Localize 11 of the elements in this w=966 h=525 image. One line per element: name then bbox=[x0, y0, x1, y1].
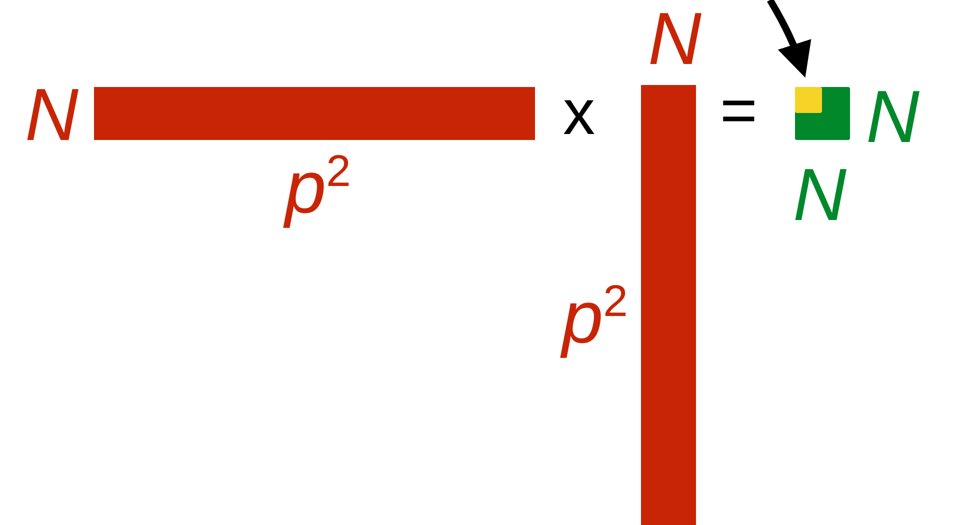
arrow bbox=[766, 0, 811, 78]
dimension-label: N bbox=[866, 80, 920, 154]
operator-sign: = bbox=[720, 78, 758, 142]
dimension-label: N bbox=[25, 78, 78, 152]
matrix-square bbox=[795, 87, 822, 113]
matrix-bar bbox=[94, 87, 535, 140]
matrix-square bbox=[795, 87, 850, 140]
operator-sign: x bbox=[563, 80, 595, 144]
dimension-label: N bbox=[793, 158, 846, 232]
matrix-bar bbox=[641, 85, 696, 525]
dimension-label: N bbox=[648, 2, 702, 76]
